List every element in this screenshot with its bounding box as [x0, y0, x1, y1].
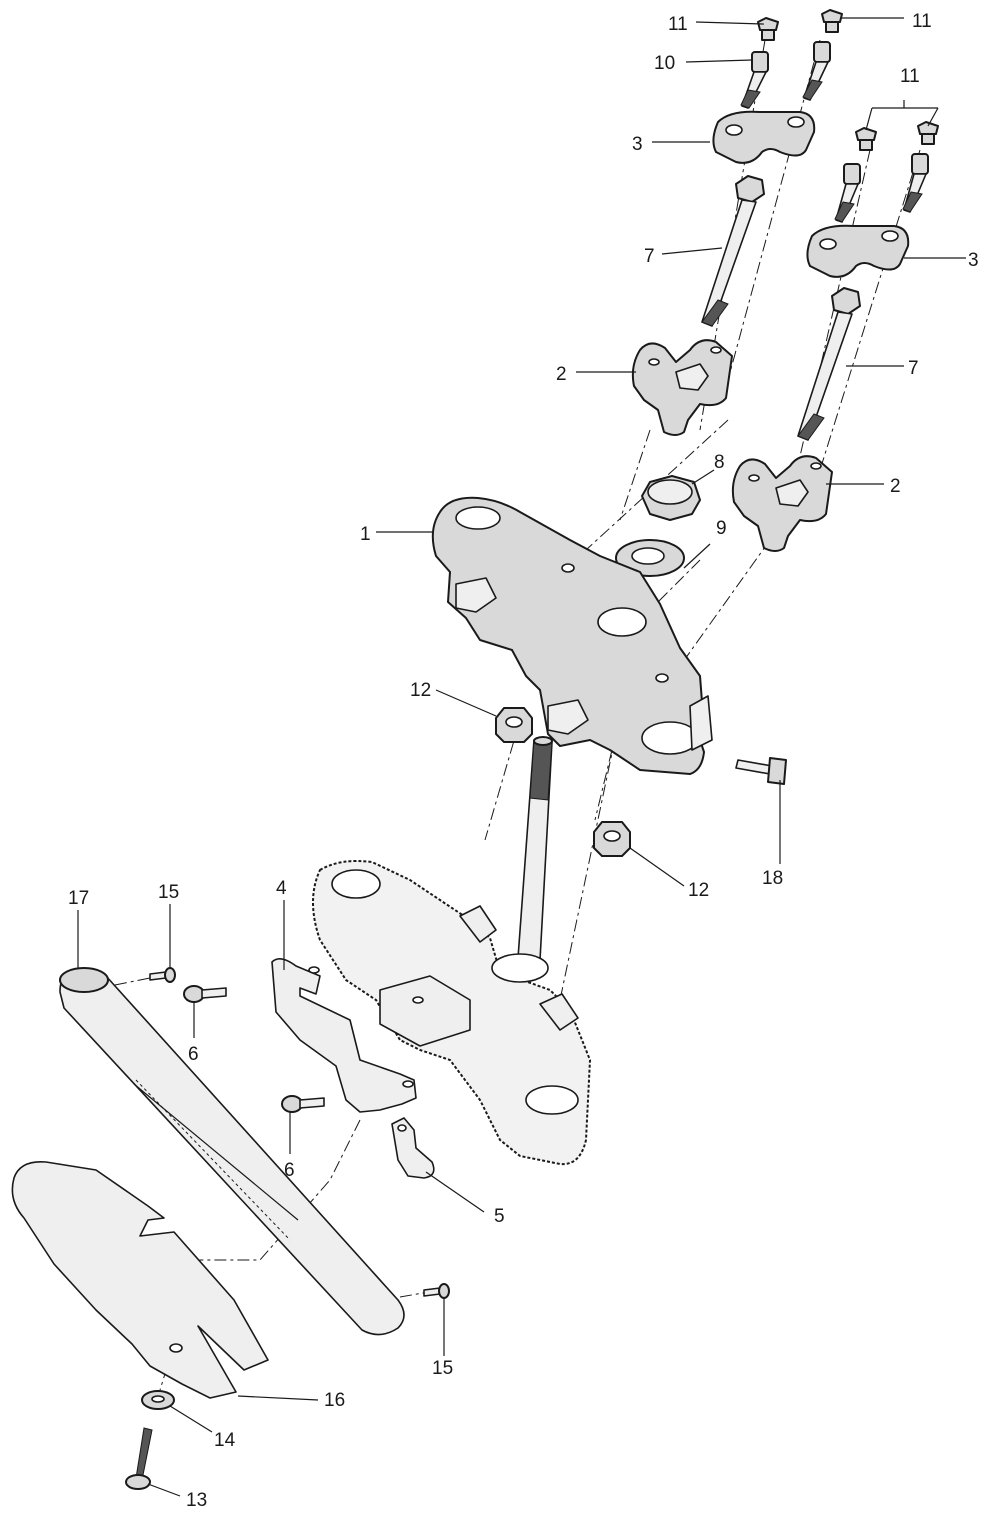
callout-12-b: 12 — [688, 880, 709, 901]
callout-5: 5 — [494, 1206, 505, 1227]
callout-3-b: 3 — [968, 250, 979, 271]
bracket-4 — [271, 958, 417, 1113]
screw-10-c — [834, 163, 861, 223]
callout-12-a: 12 — [410, 680, 431, 701]
screw-10-b — [802, 41, 831, 101]
cap-11-d — [917, 121, 939, 145]
tube-17 — [59, 967, 405, 1336]
clamp-base-2-b — [731, 455, 833, 552]
long-bolt-7-a — [701, 175, 765, 327]
callout-6-a: 6 — [188, 1044, 199, 1065]
callout-2-b: 2 — [890, 476, 901, 497]
washer-14 — [141, 1390, 175, 1410]
callout-11-a: 11 — [668, 14, 688, 35]
callout-15-a: 15 — [158, 882, 179, 903]
screw-6-a — [183, 985, 227, 1003]
callout-6-b: 6 — [284, 1160, 295, 1181]
callout-11-b: 11 — [912, 11, 932, 32]
guard-16 — [11, 1161, 269, 1399]
callout-7-a: 7 — [644, 246, 655, 267]
washer-9 — [615, 539, 685, 577]
screw-10-a — [740, 51, 769, 109]
cap-11-b — [821, 9, 843, 33]
callout-18: 18 — [762, 868, 783, 889]
callout-14: 14 — [214, 1430, 236, 1451]
screw-13 — [125, 1427, 153, 1490]
clamp-cap-3-a — [712, 110, 816, 164]
steering-stem — [517, 736, 553, 961]
long-bolt-7-b — [797, 287, 861, 441]
callout-labels: 11 11 10 11 3 3 7 7 2 2 8 9 1 12 12 18 1… — [68, 11, 979, 1511]
callout-17: 17 — [68, 888, 89, 909]
clamp-cap-3-b — [806, 224, 910, 278]
flange-nut-12-b — [593, 821, 631, 857]
screw-15-b — [423, 1283, 450, 1299]
screw-15-a — [149, 967, 176, 983]
callout-15-b: 15 — [432, 1358, 453, 1379]
pinch-bolt-18 — [735, 757, 787, 785]
leader-lines — [77, 17, 966, 1497]
callout-16: 16 — [324, 1390, 345, 1411]
clip-5 — [391, 1117, 435, 1179]
callout-13: 13 — [186, 1490, 207, 1511]
screw-10-d — [902, 153, 929, 213]
clamp-base-2-a — [631, 339, 733, 436]
upper-triple-clamp-1 — [431, 496, 713, 775]
callout-8: 8 — [714, 452, 725, 473]
callout-7-b: 7 — [908, 358, 919, 379]
stem-nut-8 — [641, 475, 701, 521]
cap-11-a — [757, 17, 779, 41]
flange-nut-12-a — [495, 707, 533, 743]
callout-10: 10 — [654, 53, 675, 74]
lower-triple-clamp — [312, 860, 592, 1166]
cap-11-c — [855, 127, 877, 151]
callout-9: 9 — [716, 518, 727, 539]
callout-11-c: 11 — [900, 66, 920, 87]
callout-2-a: 2 — [556, 364, 567, 385]
callout-3-a: 3 — [632, 134, 643, 155]
callout-1: 1 — [360, 524, 371, 545]
callout-4: 4 — [276, 878, 287, 899]
screw-6-b — [281, 1095, 325, 1113]
